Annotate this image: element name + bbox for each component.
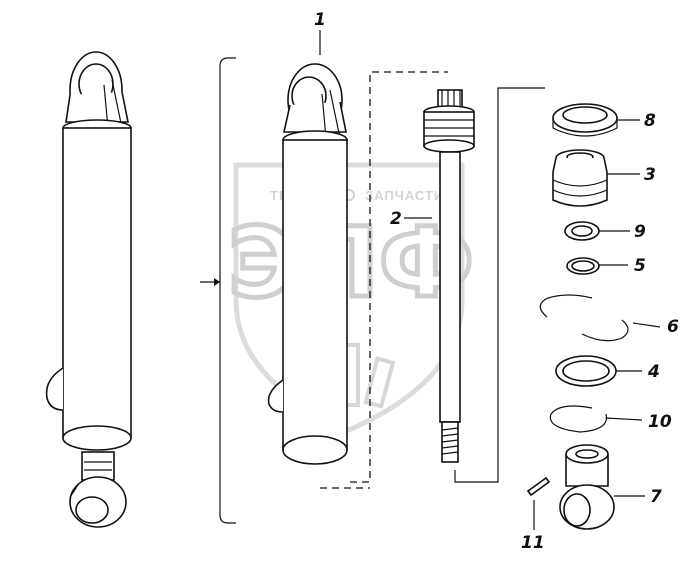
ring-part-4 [555,355,617,387]
watermark-text-right: ЗАПЧАСТИ [365,188,444,203]
callout-2: 2 [390,209,402,229]
leader-lines [319,30,661,530]
gland-part-3 [552,149,608,207]
ring-part-9 [564,221,600,241]
callout-9: 9 [634,222,646,242]
callout-10: 10 [648,412,672,432]
callout-6: 6 [667,317,679,337]
oring-part-5 [566,257,600,275]
callout-4: 4 [647,362,660,382]
callout-7: 7 [650,487,662,507]
assembly-arrowhead [214,278,220,286]
cylinder-body [267,63,348,465]
dashed-link-body [350,71,448,483]
watermark: ТЕХНИКА ЗАПЧАСТИ ЭПФ [226,162,477,433]
retainer-part-10 [549,405,608,433]
callout-11: 11 [521,533,545,553]
callout-1: 1 [314,10,326,30]
ring-part-8 [552,103,618,137]
watermark-big-text: ЭПФ [228,207,474,319]
piston-rod [423,89,475,463]
pin-part-11 [526,476,551,497]
callout-5: 5 [634,256,646,276]
assembled-cylinder [45,51,132,528]
callout-8: 8 [644,111,656,131]
eye-part-7 [559,444,615,530]
callout-3: 3 [644,165,656,185]
assembly-bracket [219,57,236,524]
snap-rings-part-6 [539,294,629,342]
parts-group-bracket [454,87,545,483]
